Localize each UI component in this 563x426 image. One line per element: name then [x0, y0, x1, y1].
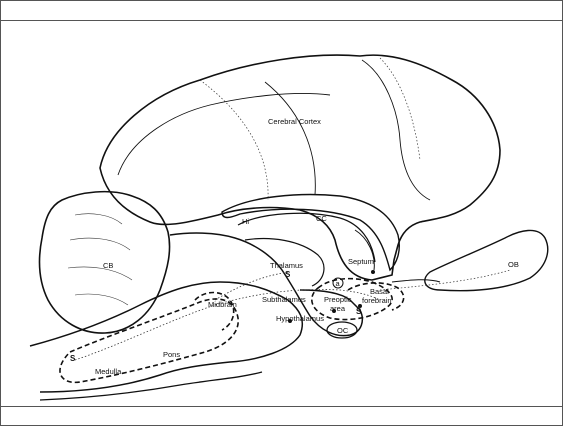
olfactory-dotted — [380, 270, 510, 290]
preoptic-label: Preoptic — [324, 295, 352, 304]
cerebral-cortex-outline — [100, 55, 500, 280]
medulla-pons-dashed-region — [60, 299, 238, 382]
area-label: area — [330, 304, 346, 313]
cortex-dotted-line — [200, 80, 268, 200]
olfactory-tract — [392, 280, 440, 282]
oc-label: OC — [337, 326, 349, 335]
basal-label: Basal — [370, 287, 389, 296]
pons-label: Pons — [163, 350, 180, 359]
midbrain-label: Midbrain — [208, 300, 237, 309]
basal-s-label: S — [356, 307, 362, 316]
medulla-label: Medulla — [95, 367, 122, 376]
cortex-groove-2 — [362, 60, 430, 200]
midbrain-dashed-region — [195, 293, 234, 331]
thalamus-label: Thalamus — [270, 261, 303, 270]
hypothalamus-label: Hypothalamus — [276, 314, 324, 323]
olfactory-bulb — [425, 230, 548, 290]
cerebral-cortex-label: Cerebral Cortex — [268, 117, 321, 126]
brainstem-outline — [30, 233, 362, 392]
brainstem-lower — [40, 372, 262, 400]
cerebellum-folia — [68, 214, 132, 305]
a-label: a — [336, 279, 341, 288]
septum-nucleus-dot — [371, 270, 375, 274]
forebrain-label: forebrain — [362, 296, 392, 305]
cortex-groove — [265, 82, 315, 195]
subthalamus-label: Subthalamus — [262, 295, 306, 304]
cc-label: CC — [316, 214, 327, 223]
cb-label: CB — [103, 261, 113, 270]
cortex-inner-line — [118, 93, 330, 175]
hippocampus-arc — [238, 213, 375, 262]
medulla-s-label: S — [70, 354, 76, 363]
thalamus-s-label: S — [285, 270, 291, 279]
ob-label: OB — [508, 260, 519, 269]
hi-label: Hi — [242, 217, 249, 226]
septum-label: Septum — [348, 257, 374, 266]
